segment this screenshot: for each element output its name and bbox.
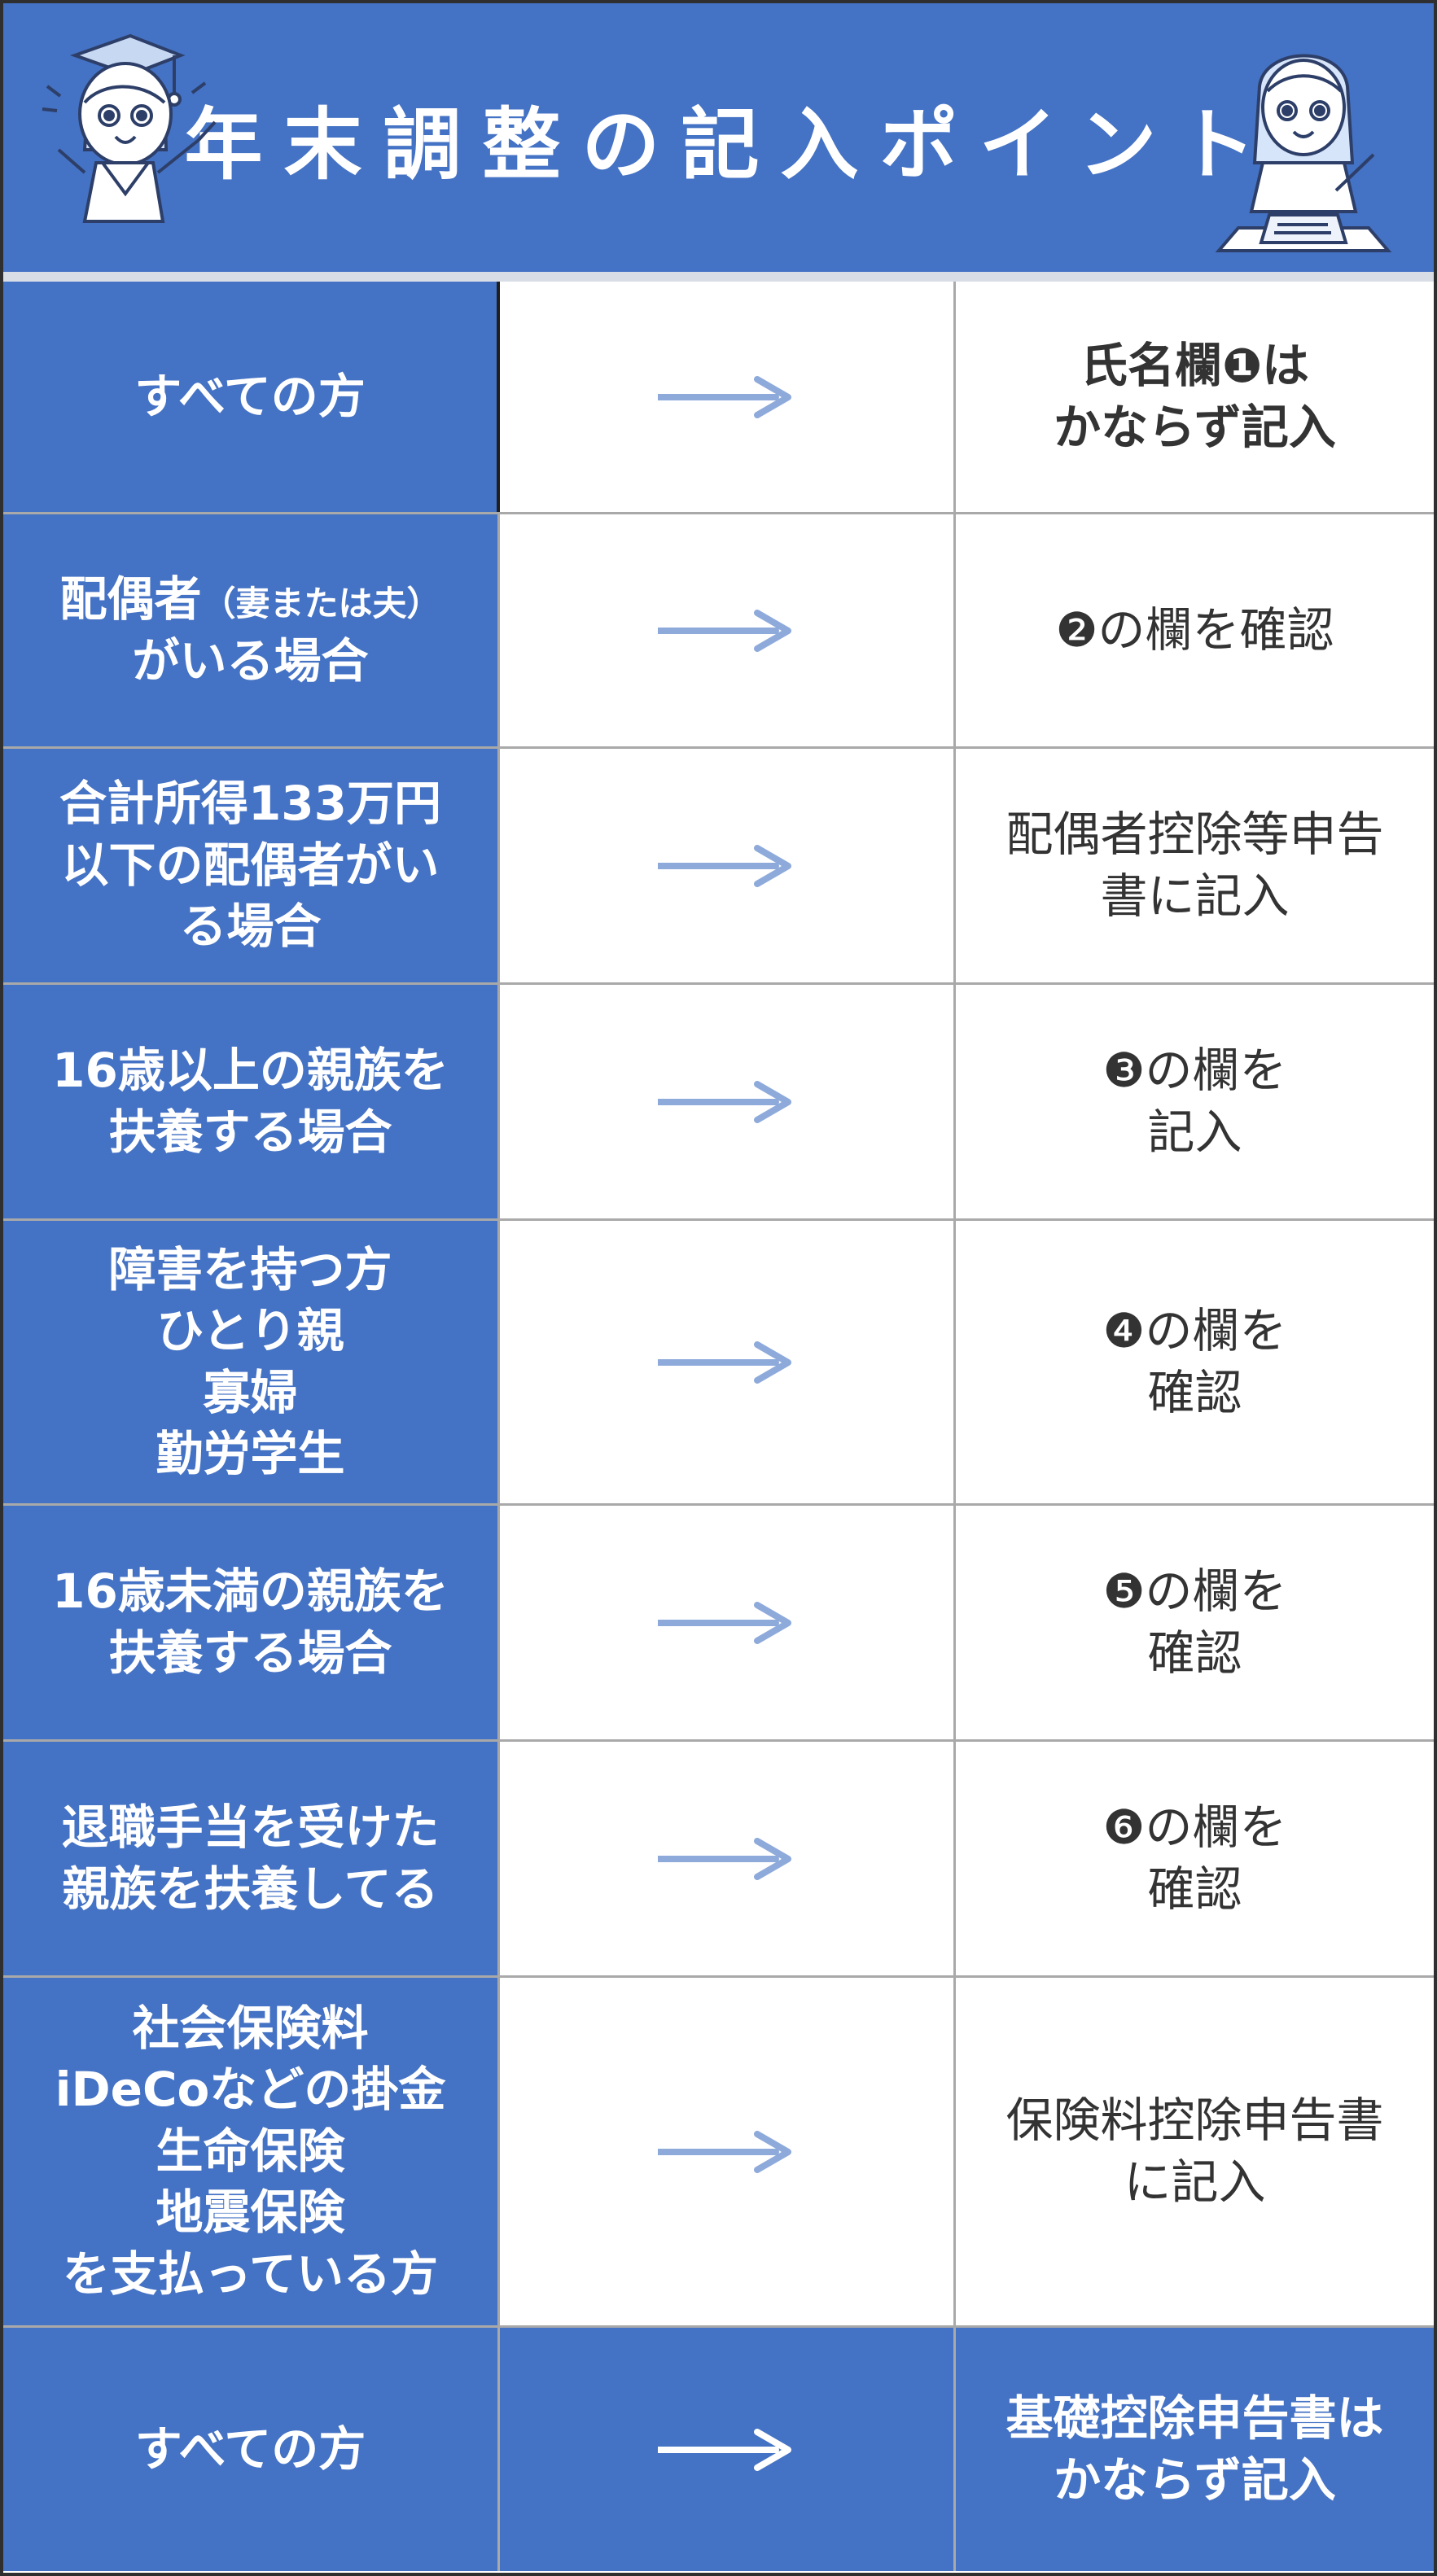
right-arrow-icon (657, 375, 791, 418)
row-condition: すべての方 (3, 282, 500, 512)
arrow-cell (500, 985, 956, 1218)
action-line: ❹の欄を (1102, 1303, 1287, 1359)
condition-line: 退職手当を受けた (61, 1800, 440, 1856)
row-action: 基礎控除申告書は かならず記入 (956, 2328, 1434, 2571)
right-arrow-icon (657, 2130, 791, 2173)
action-line: かならず記入 (1054, 399, 1336, 455)
condition-line: 社会保険料 (132, 2001, 369, 2057)
row-condition: 障害を持つ方 ひとり親 寡婦 勤労学生 (3, 1221, 500, 1503)
condition-line: ひとり親 (156, 1303, 344, 1359)
right-arrow-icon (657, 2428, 791, 2471)
condition-line: iDeCoなどの掛金 (55, 2062, 446, 2118)
header: 年末調整の記入ポイント (3, 3, 1434, 272)
row-action: 氏名欄❶は かならず記入 (956, 282, 1434, 512)
condition-line: すべての方 (134, 368, 366, 424)
right-arrow-icon (657, 844, 791, 887)
table-row-all-people: すべての方 氏名欄❶は かならず記入 (3, 282, 1434, 514)
right-arrow-icon (657, 1601, 791, 1644)
table-row-relatives-16-plus: 16歳以上の親族を 扶養する場合 ❸の欄を 記入 (3, 985, 1434, 1221)
teacher-character-icon (42, 33, 217, 223)
row-action: 保険料控除申告書 に記入 (956, 1978, 1434, 2325)
table-row-disability-single-parent: 障害を持つ方 ひとり親 寡婦 勤労学生 ❹の欄を 確認 (3, 1221, 1434, 1506)
action-line: ❷の欄を確認 (1055, 601, 1334, 658)
condition-line: 扶養する場合 (108, 1625, 392, 1681)
arrow-cell (500, 1978, 956, 2325)
action-line: 氏名欄❶は (1080, 338, 1310, 394)
row-condition: すべての方 (3, 2328, 500, 2571)
condition-line-note: （妻または夫） (201, 584, 441, 624)
condition-line: 16歳以上の親族を (52, 1043, 449, 1099)
row-action: ❹の欄を 確認 (956, 1221, 1434, 1503)
condition-line: 親族を扶養してる (62, 1861, 439, 1917)
arrow-cell (500, 1742, 956, 1975)
table-row-relatives-under-16: 16歳未満の親族を 扶養する場合 ❺の欄を 確認 (3, 1506, 1434, 1742)
right-arrow-icon (657, 1080, 791, 1123)
action-line: ❺の欄を (1102, 1564, 1287, 1620)
right-arrow-icon (657, 1340, 791, 1384)
row-condition: 配偶者（妻または夫） がいる場合 (3, 514, 500, 746)
action-line: 確認 (1147, 1364, 1242, 1420)
arrow-cell (500, 1506, 956, 1739)
arrow-cell (500, 1221, 956, 1503)
arrow-cell (500, 749, 956, 982)
row-condition: 合計所得133万円 以下の配偶者がい る場合 (3, 749, 500, 982)
table-row-basic-deduction: すべての方 基礎控除申告書は かならず記入 (3, 2328, 1434, 2571)
condition-line: 扶養する場合 (108, 1104, 392, 1160)
action-line: ❻の欄を (1102, 1800, 1287, 1856)
action-line: 保険料控除申告書 (1005, 2093, 1384, 2149)
table-row-income-limit-spouse: 合計所得133万円 以下の配偶者がい る場合 配偶者控除等申告 書に記入 (3, 749, 1434, 985)
row-action: ❻の欄を 確認 (956, 1742, 1434, 1975)
condition-line: る場合 (179, 899, 322, 955)
writing-character-icon (1215, 54, 1392, 252)
row-action: 配偶者控除等申告 書に記入 (956, 749, 1434, 982)
condition-line: 寡婦 (203, 1364, 298, 1420)
condition-line: 配偶者 (59, 571, 202, 628)
action-line: に記入 (1124, 2154, 1266, 2210)
arrow-cell (500, 2328, 956, 2571)
action-line: ❸の欄を (1102, 1043, 1287, 1099)
row-action: ❷の欄を確認 (956, 514, 1434, 746)
condition-line: 勤労学生 (156, 1425, 345, 1481)
row-condition: 社会保険料 iDeCoなどの掛金 生命保険 地震保険 を支払っている方 (3, 1978, 500, 2325)
condition-line: がいる場合 (132, 632, 369, 689)
action-line: かならず記入 (1054, 2451, 1336, 2508)
table-row-spouse: 配偶者（妻または夫） がいる場合 ❷の欄を確認 (3, 514, 1434, 749)
action-line: 記入 (1147, 1104, 1242, 1160)
table-row-insurance-payments: 社会保険料 iDeCoなどの掛金 生命保険 地震保険 を支払っている方 保険料控… (3, 1978, 1434, 2328)
condition-line: 以下の配偶者がい (61, 837, 440, 893)
right-arrow-icon (657, 609, 791, 652)
arrow-cell (500, 282, 956, 512)
row-condition: 16歳未満の親族を 扶養する場合 (3, 1506, 500, 1739)
condition-line: 生命保険 (156, 2123, 345, 2179)
action-line: 書に記入 (1100, 868, 1290, 924)
action-line: 基礎控除申告書は (1005, 2390, 1384, 2447)
right-arrow-icon (657, 1837, 791, 1880)
arrow-cell (500, 514, 956, 746)
checklist-table: すべての方 氏名欄❶は かならず記入 配偶者（妻または夫） (3, 282, 1434, 2571)
table-row-retirement-allowance: 退職手当を受けた 親族を扶養してる ❻の欄を 確認 (3, 1742, 1434, 1978)
condition-line: すべての方 (134, 2421, 366, 2477)
action-line: 配偶者控除等申告 (1005, 807, 1384, 863)
action-line: 確認 (1147, 1625, 1242, 1681)
row-condition: 退職手当を受けた 親族を扶養してる (3, 1742, 500, 1975)
condition-line: 合計所得133万円 (59, 776, 442, 832)
row-action: ❺の欄を 確認 (956, 1506, 1434, 1739)
row-action: ❸の欄を 記入 (956, 985, 1434, 1218)
condition-line: 障害を持つ方 (108, 1241, 392, 1297)
row-condition: 16歳以上の親族を 扶養する場合 (3, 985, 500, 1218)
condition-line: を支払っている方 (62, 2246, 439, 2302)
header-divider (3, 272, 1434, 282)
condition-line: 16歳未満の親族を (52, 1564, 449, 1620)
page-title: 年末調整の記入ポイント (184, 98, 1277, 190)
action-line: 確認 (1147, 1861, 1242, 1917)
condition-line: 地震保険 (156, 2185, 345, 2241)
